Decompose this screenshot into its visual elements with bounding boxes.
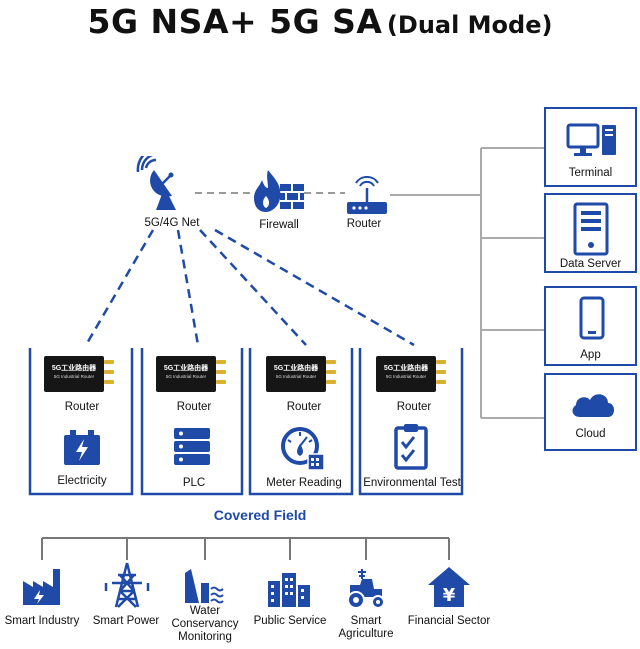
field-label-line: Conservancy — [171, 618, 239, 630]
field-label-line: Agriculture — [338, 628, 394, 640]
router-node-meter-reading: 5G工业路由器 5G Industrial Router Router Mete… — [252, 346, 352, 494]
router-label: Router — [176, 401, 212, 413]
antenna-icon — [104, 360, 114, 364]
node-label: PLC — [182, 477, 206, 489]
buildings-icon — [268, 573, 310, 607]
page-title: 5G NSA+ 5G SA (Dual Mode) — [0, 2, 640, 41]
server-cloud: Cloud — [544, 373, 637, 451]
antenna-icon — [436, 370, 446, 374]
antenna-icon — [216, 360, 226, 364]
device-title: 5G工业路由器 — [383, 365, 429, 372]
field-label: Smart Industry — [4, 615, 80, 627]
node-label: Meter Reading — [266, 477, 342, 489]
node-label: Electricity — [57, 475, 107, 487]
field-label-line: Water — [189, 605, 221, 617]
industrial-router-device: 5G工业路由器 5G Industrial Router — [156, 356, 216, 392]
device-title: 5G工业路由器 — [51, 365, 97, 372]
server-terminal: Terminal — [544, 107, 637, 187]
battery-icon — [64, 430, 100, 465]
field-label: Public Service — [253, 615, 327, 627]
field-label-line: Smart — [350, 615, 382, 627]
server-label: App — [580, 349, 601, 361]
server-data-server: Data Server — [544, 193, 637, 273]
field-label: Financial Sector — [407, 615, 491, 627]
dam-icon — [185, 569, 224, 604]
antenna-icon — [104, 380, 114, 384]
server-rack-icon — [174, 428, 210, 465]
server-label: Cloud — [575, 428, 606, 440]
server-label: Terminal — [568, 167, 613, 179]
factory-icon — [23, 569, 60, 605]
cloud-icon — [572, 394, 614, 417]
server-icon — [573, 202, 609, 256]
bank-icon: ¥ — [428, 567, 470, 607]
tractor-icon — [347, 569, 385, 609]
device-subtitle: 5G Industrial Router — [385, 374, 427, 379]
router-node-electricity: 5G工业路由器 5G Industrial Router Router Elec… — [30, 346, 130, 494]
net-label: 5G/4G Net — [144, 217, 200, 229]
antenna-icon — [436, 360, 446, 364]
field-label-multiline: Smart Agriculture — [324, 615, 408, 641]
field-label: Smart Power — [92, 615, 160, 627]
device-title: 5G工业路由器 — [163, 365, 209, 372]
antenna-icon — [326, 370, 336, 374]
antenna-icon — [216, 380, 226, 384]
device-subtitle: 5G Industrial Router — [275, 374, 317, 379]
field-label-multiline: Water Conservancy Monitoring — [163, 605, 247, 644]
router-label: Router — [286, 401, 322, 413]
router-label: Router — [396, 401, 432, 413]
node-label: Environmental Test — [363, 477, 461, 489]
router-label: Router — [64, 401, 100, 413]
industrial-router-device: 5G工业路由器 5G Industrial Router — [266, 356, 326, 392]
industrial-router-device: 5G工业路由器 5G Industrial Router — [44, 356, 104, 392]
antenna-icon — [436, 380, 446, 384]
device-subtitle: 5G Industrial Router — [165, 374, 207, 379]
industrial-router-device: 5G工业路由器 5G Industrial Router — [376, 356, 436, 392]
firewall-label: Firewall — [259, 219, 299, 231]
device-subtitle: 5G Industrial Router — [53, 374, 95, 379]
satellite-dish-icon — [136, 156, 176, 210]
meter-icon — [281, 427, 325, 471]
monitor-icon — [566, 123, 616, 156]
antenna-icon — [326, 360, 336, 364]
server-label: Data Server — [559, 258, 622, 270]
network-router-label: Router — [346, 218, 382, 230]
router-node-environmental-test: 5G工业路由器 5G Industrial Router Router Envi… — [362, 346, 462, 494]
svg-text:¥: ¥ — [443, 585, 456, 606]
field-label-line: Monitoring — [178, 631, 232, 643]
antenna-icon — [216, 370, 226, 374]
network-router-icon — [347, 176, 387, 214]
title-sub: (Dual Mode) — [386, 11, 553, 39]
covered-field-title: Covered Field — [213, 507, 307, 523]
power-tower-icon — [104, 562, 150, 608]
router-node-plc: 5G工业路由器 5G Industrial Router Router PLC — [142, 346, 242, 494]
device-title: 5G工业路由器 — [273, 365, 319, 372]
phone-icon — [579, 296, 605, 340]
server-app: App — [544, 286, 637, 366]
antenna-icon — [326, 380, 336, 384]
antenna-icon — [104, 370, 114, 374]
clipboard-icon — [394, 424, 428, 470]
firewall-icon — [254, 170, 304, 212]
title-main: 5G NSA+ 5G SA — [87, 2, 383, 41]
